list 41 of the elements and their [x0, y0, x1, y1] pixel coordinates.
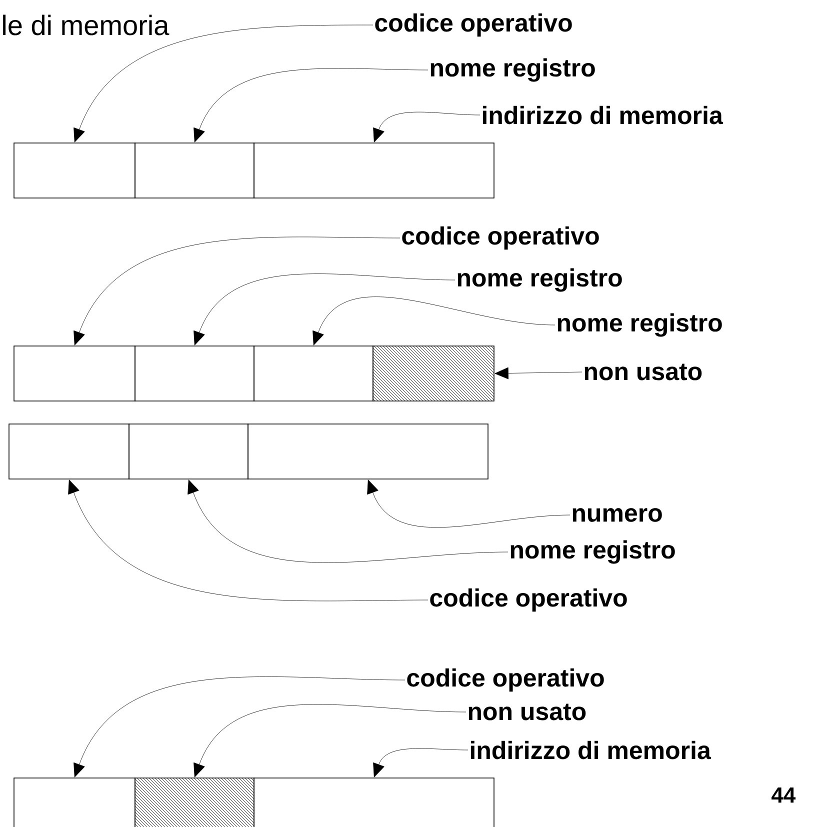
instruction-field	[8, 424, 130, 480]
field-label: codice operativo	[407, 668, 604, 692]
arrow	[74, 676, 406, 778]
arrow	[194, 704, 466, 778]
field-label: nome registro	[458, 268, 622, 292]
instruction-field	[248, 424, 488, 480]
arrow	[188, 480, 508, 563]
arrow	[74, 24, 374, 142]
instruction-field	[128, 424, 248, 480]
page-number: 44	[772, 787, 796, 803]
field-label: nome registro	[510, 540, 675, 564]
arrow	[74, 236, 400, 346]
instruction-field	[134, 142, 254, 198]
field-label: numero	[572, 508, 662, 522]
field-label: codice operativo	[375, 13, 572, 37]
hatched-field	[372, 346, 494, 402]
field-label: non usato	[468, 704, 586, 720]
field-label: codice operativo	[402, 226, 599, 250]
instruction-field	[254, 346, 374, 402]
instruction-field	[134, 346, 254, 402]
instruction-field	[14, 778, 136, 827]
instruction-field	[254, 142, 494, 198]
arrow	[312, 296, 556, 346]
field-label: indirizzo di memoria	[482, 106, 724, 124]
field-label: codice operativo	[430, 588, 627, 612]
arrow	[68, 480, 428, 602]
arrow	[494, 367, 582, 380]
instruction-field	[14, 142, 136, 198]
arrow	[194, 274, 456, 346]
field-label: nome registro	[430, 58, 595, 82]
field-label: nome registro	[558, 313, 722, 337]
field-label: indirizzo di memoria	[470, 740, 712, 760]
arrow	[367, 480, 570, 528]
heading-fragment: le di memoria	[3, 14, 170, 36]
instruction-field	[254, 778, 494, 827]
hatched-field	[134, 778, 254, 827]
field-label: non usato	[584, 364, 702, 380]
instruction-field	[14, 346, 136, 402]
arrow	[194, 68, 428, 142]
arrow	[373, 748, 468, 778]
arrow	[373, 112, 480, 142]
